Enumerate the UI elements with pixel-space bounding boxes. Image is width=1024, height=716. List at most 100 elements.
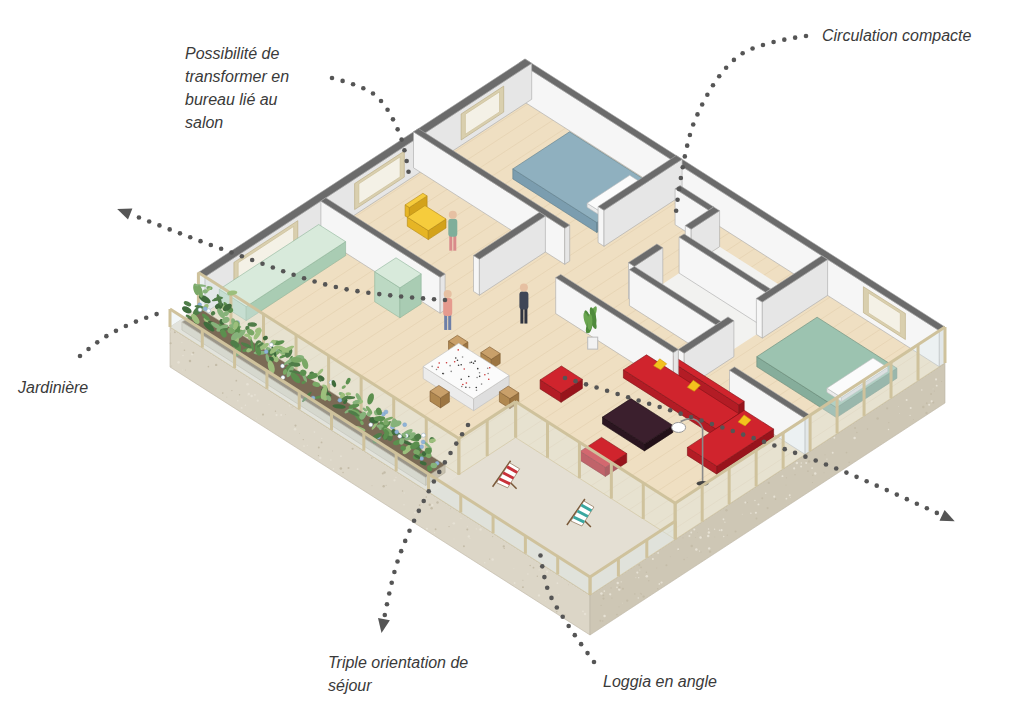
illustration-part [461,86,504,140]
illustration-part [386,485,387,486]
illustration-part [635,577,637,579]
illustration-part [540,366,582,393]
illustration-part [420,457,424,461]
leader-dot [399,549,404,554]
illustration-part [756,298,762,338]
callout-label: Jardinière [18,376,138,399]
leader-dot [925,506,930,511]
illustration-part [652,558,654,560]
illustration-part [443,298,452,316]
illustration-part [182,309,445,477]
leader-dot [741,432,746,437]
illustration-part [481,383,483,385]
leader-dot [592,660,597,665]
illustration-part [402,490,403,491]
illustration-part [491,558,493,560]
illustration-part [941,381,942,382]
illustration-part [836,398,839,434]
leader-dot [86,347,91,352]
illustration-part [636,571,638,573]
illustration-part [342,472,343,473]
illustration-part [657,552,659,554]
illustration-part [658,583,660,585]
leader-dot [549,596,554,601]
leader-dot [685,143,690,148]
illustration-part [674,521,677,539]
illustration-part [469,362,471,364]
illustration-part [398,434,402,438]
leader-dot [323,282,328,287]
illustration-part [677,548,679,550]
illustration-part [814,472,816,474]
illustration-part [642,483,645,519]
illustration-part [453,522,455,524]
illustration-part [229,331,240,343]
illustration-part [688,535,690,537]
leader-dot [874,483,879,488]
illustration-part [460,518,461,519]
orientation-arrow [378,618,390,633]
illustration-part [898,413,900,415]
leader-dot [104,334,109,339]
illustration-part [738,415,751,426]
illustration-part [565,225,570,264]
illustration-part [459,402,516,475]
illustration-part [811,467,813,469]
leader-dot [740,51,745,56]
illustration-part [621,581,622,582]
illustration-part [699,550,700,551]
leader-dot [895,492,900,497]
illustration-part [210,310,216,316]
illustration-part [471,361,473,363]
illustration-part [888,429,890,431]
illustration-part [170,309,590,577]
illustration-part [789,494,791,496]
illustration-part [723,518,725,520]
leader-dot [915,501,920,506]
illustration-part [459,401,516,438]
illustration-part [301,380,306,384]
illustration-part [524,309,527,324]
leader-dot [124,324,129,329]
illustration-part [481,347,500,360]
illustration-part [863,380,866,416]
illustration-part [317,374,326,382]
illustration-part [413,453,420,459]
illustration-part [645,540,648,558]
illustration-part [611,598,612,599]
illustration-part [484,374,486,376]
illustration-part [746,502,748,504]
leader-dot [178,231,183,236]
illustration-part [382,485,384,487]
leader-dot [695,112,700,117]
illustration-part [807,470,809,472]
leader-dot [344,287,349,292]
illustration-part [546,422,549,458]
illustration-part [265,371,268,389]
illustration-part [741,513,743,515]
leader-dot [700,102,705,107]
illustration-part [383,416,393,422]
illustration-part [431,366,433,368]
illustration-part [469,537,471,539]
illustration-part [589,577,592,595]
illustration-part [567,584,569,586]
illustration-part [192,352,194,354]
illustration-part [492,515,495,533]
leader-dot [688,133,693,138]
illustration-part [268,403,270,405]
leader-dot [395,559,400,564]
illustration-part [499,386,518,399]
illustration-part [340,467,343,470]
leader-dot [636,398,641,403]
illustration-part [750,513,752,515]
illustration-part [407,206,446,231]
illustration-part [169,331,170,332]
illustration-part [886,407,888,409]
illustration-part [428,438,436,444]
illustration-part [400,445,407,452]
illustration-part [785,484,787,486]
leader-dot [793,35,798,40]
illustration-part [714,528,715,529]
